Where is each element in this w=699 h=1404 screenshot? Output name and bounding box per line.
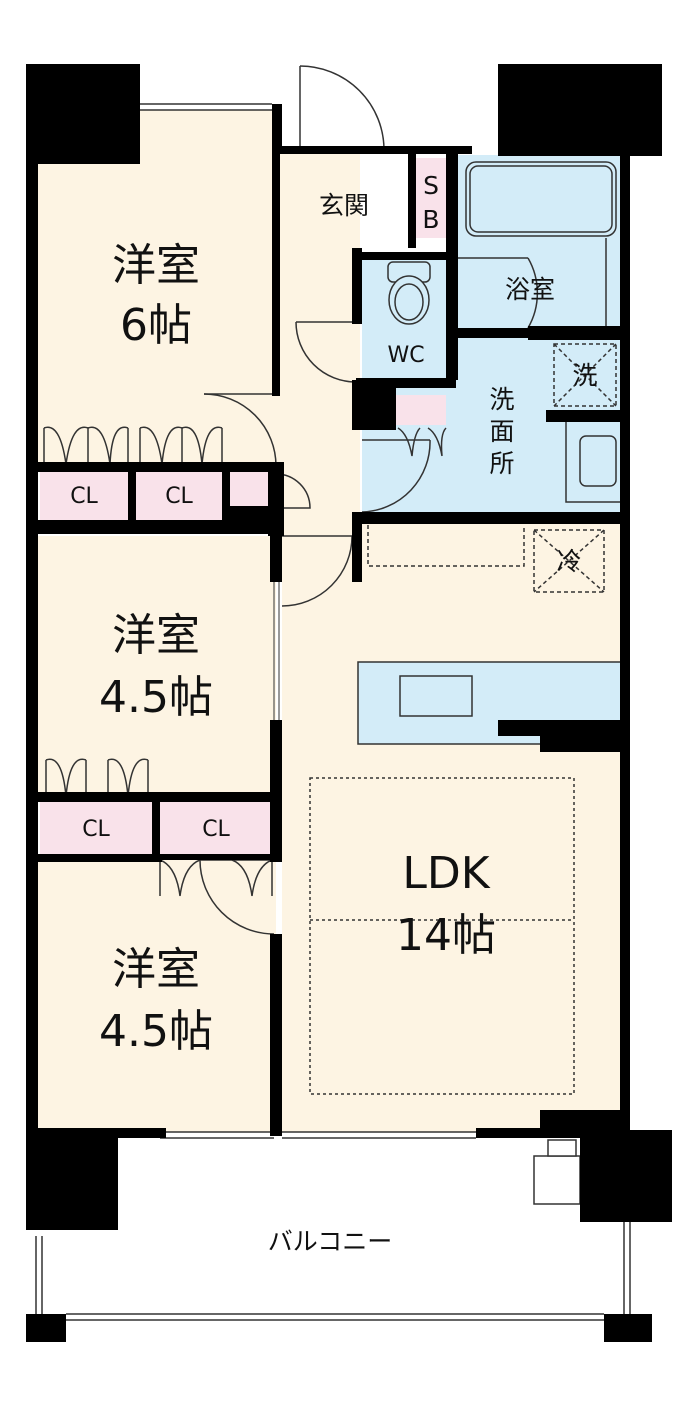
western-room-6-name: 洋室 [112,240,200,291]
ldk-floor [282,520,626,1132]
western-room-45a-size: 4.5帖 [99,672,213,723]
bathroom-label: 浴室 [505,275,555,304]
entrance-label: 玄関 [319,191,369,220]
walls [26,64,672,1342]
labels: 洋室 6帖 洋室 4.5帖 洋室 4.5帖 LDK 14帖 玄関 S B 浴室 … [70,171,597,1256]
closet-4-label: CL [202,817,230,842]
wc-label: WC [387,343,424,368]
washer-label: 洗 [572,361,597,390]
washing-machine-space [553,343,617,407]
western-room-6-size: 6帖 [120,300,192,351]
closet-4-floor [160,798,272,856]
kitchen-sink [399,675,473,717]
floor-fills [36,110,626,1132]
closet-3-floor [40,798,152,856]
shoe-box-label-b: B [422,205,439,234]
closet-2-label: CL [165,484,193,509]
fridge-label: 冷 [556,547,581,576]
western-room-6-floor [36,110,276,466]
shoe-box-label-s: S [423,171,439,200]
bathtub [465,161,617,237]
western-room-45b-floor [36,858,276,1132]
western-room-45b-size: 4.5帖 [99,1006,213,1057]
closet-2-floor [136,466,222,524]
bathtub-inner [469,165,613,233]
closet-3-label: CL [82,817,110,842]
ldk-size: 14帖 [396,910,496,961]
western-room-45a-name: 洋室 [112,610,200,661]
entrance-hall-floor [276,152,360,532]
outdoor-unit [533,1155,581,1205]
washroom-label-1: 洗 [489,385,514,414]
closet-1-label: CL [70,484,98,509]
western-room-45a-floor [36,536,276,798]
ldk-name: LDK [402,848,490,899]
balcony-label: バルコニー [268,1227,393,1256]
washroom-label-3: 所 [489,449,514,478]
closet-1-floor [40,466,128,524]
shoe-box-floor [416,158,446,238]
washroom-closet-floor [396,395,446,425]
washroom-label-2: 面 [489,417,514,446]
rug-area [309,777,575,1095]
doors [35,65,631,1321]
western-room-45b-name: 洋室 [112,944,200,995]
toilet-bowl [388,275,430,325]
fridge-space [533,529,605,593]
